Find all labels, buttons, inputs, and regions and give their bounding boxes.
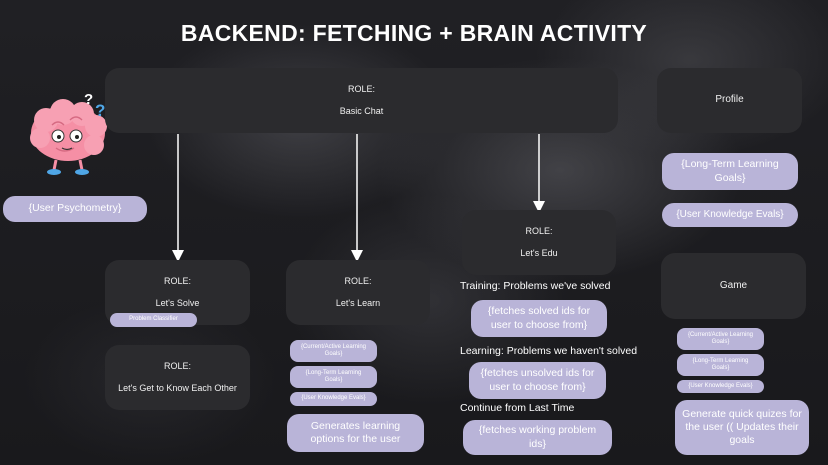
page-title: BACKEND: FETCHING + BRAIN ACTIVITY xyxy=(180,20,648,46)
lets-solve-name: Let's Solve xyxy=(155,297,200,308)
game-long-term-goals: {Long-Term Learning Goals} xyxy=(677,354,764,376)
know-each-other-name: Let's Get to Know Each Other xyxy=(118,382,237,393)
know-each-other-role: ROLE: xyxy=(163,361,191,372)
learn-long-term-goals: {Long-Term Learning Goals} xyxy=(290,366,377,388)
problem-classifier-pill: Problem Classifier xyxy=(110,313,197,327)
game-generate-quizzes: Generate quick quizes for the user (( Up… xyxy=(675,400,809,455)
game-current-goals: {Current/Active Learning Goals} xyxy=(677,328,764,350)
edu-working-pill: {fetches working problem ids} xyxy=(463,420,612,455)
node-lets-edu: ROLE: Let's Edu xyxy=(462,210,616,275)
node-lets-learn: ROLE: Let's Learn xyxy=(286,260,430,325)
edu-learning-label: Learning: Problems we haven't solved xyxy=(460,345,638,357)
user-psychometry-pill: {User Psychometry} xyxy=(3,196,147,222)
lets-edu-name: Let's Edu xyxy=(520,247,558,258)
learn-generates-options: Generates learning options for the user xyxy=(287,414,424,452)
edu-continue-label: Continue from Last Time xyxy=(460,402,575,414)
profile-long-term-goals: {Long-Term Learning Goals} xyxy=(662,153,798,190)
edu-solved-pill: {fetches solved ids for user to choose f… xyxy=(471,300,607,337)
edu-unsolved-pill: {fetches unsolved ids for user to choose… xyxy=(469,362,606,399)
basic-chat-role: ROLE: xyxy=(347,84,375,95)
node-profile: Profile xyxy=(657,68,802,133)
node-game: Game xyxy=(661,253,806,319)
svg-text:?: ? xyxy=(84,91,93,108)
lets-learn-name: Let's Learn xyxy=(335,297,381,308)
game-knowledge-evals: {User Knowledge Evals} xyxy=(677,380,764,393)
lets-solve-role: ROLE: xyxy=(163,276,191,287)
game-name: Game xyxy=(719,279,748,291)
node-know-each-other: ROLE: Let's Get to Know Each Other xyxy=(105,345,250,410)
basic-chat-name: Basic Chat xyxy=(339,105,384,116)
learn-knowledge-evals: {User Knowledge Evals} xyxy=(290,392,377,406)
lets-edu-role: ROLE: xyxy=(525,226,553,237)
svg-text:?: ? xyxy=(95,101,105,120)
learn-current-goals: {Current/Active Learning Goals} xyxy=(290,340,377,362)
profile-knowledge-evals: {User Knowledge Evals} xyxy=(662,203,798,227)
node-basic-chat: ROLE: Basic Chat xyxy=(105,68,618,133)
profile-name: Profile xyxy=(715,94,744,106)
edu-training-label: Training: Problems we've solved xyxy=(460,280,611,292)
lets-learn-role: ROLE: xyxy=(344,276,372,287)
